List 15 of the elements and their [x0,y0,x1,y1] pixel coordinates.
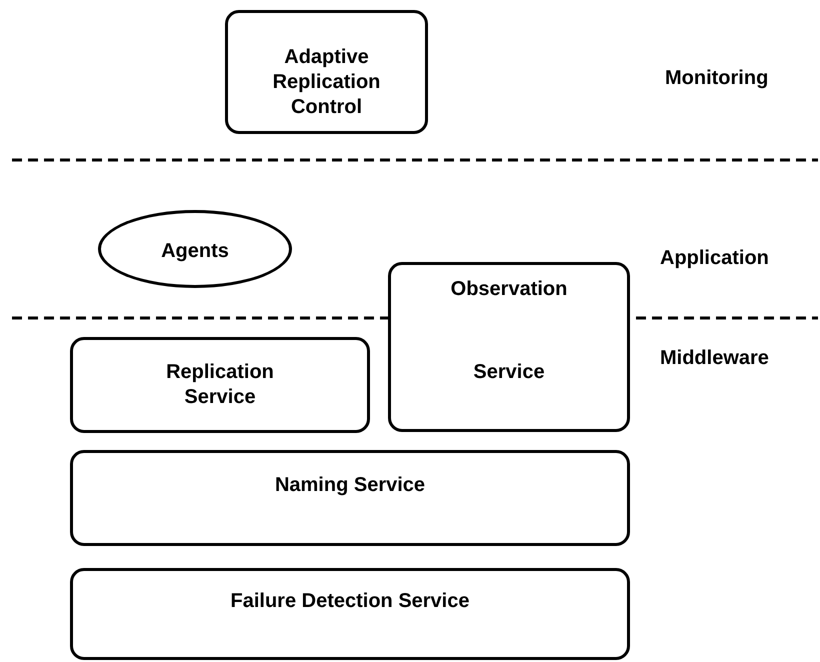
node-label: Adaptive Replication Control [272,45,382,120]
node-label: Agents [160,239,230,264]
node-label: Naming Service [274,473,426,498]
layer-box [70,450,630,546]
layer-box [225,10,428,134]
layer-box [70,337,370,433]
layer-box [70,568,630,660]
layer-label: Monitoring [665,66,768,91]
node-label: Failure Detection Service [230,589,470,614]
layer-label: Middleware [660,346,769,371]
node-label: Observation [450,277,568,302]
node-label: Replication Service [165,360,275,410]
layer-box [388,262,630,432]
node-label: Service [472,360,546,385]
layer-label: Application [660,246,769,271]
